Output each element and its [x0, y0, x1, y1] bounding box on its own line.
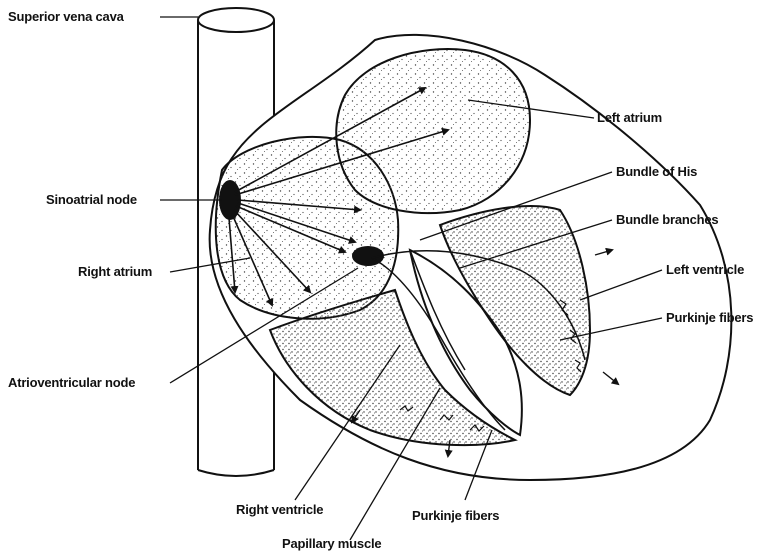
label-right-ventricle: Right ventricle	[236, 502, 323, 518]
label-purkinje-fibers-bottom: Purkinje fibers	[412, 508, 499, 524]
label-sinoatrial-node: Sinoatrial node	[46, 192, 137, 208]
label-right-atrium: Right atrium	[78, 264, 152, 280]
label-left-atrium: Left atrium	[597, 110, 662, 126]
label-superior-vena-cava: Superior vena cava	[8, 9, 124, 25]
label-bundle-of-his: Bundle of His	[616, 164, 697, 180]
label-bundle-branches: Bundle branches	[616, 212, 718, 228]
label-papillary-muscle: Papillary muscle	[282, 536, 381, 552]
label-purkinje-fibers-right: Purkinje fibers	[666, 310, 753, 326]
label-atrioventricular-node: Atrioventricular node	[8, 375, 135, 391]
left-atrium-chamber	[336, 49, 530, 213]
label-left-ventricle: Left ventricle	[666, 262, 744, 278]
